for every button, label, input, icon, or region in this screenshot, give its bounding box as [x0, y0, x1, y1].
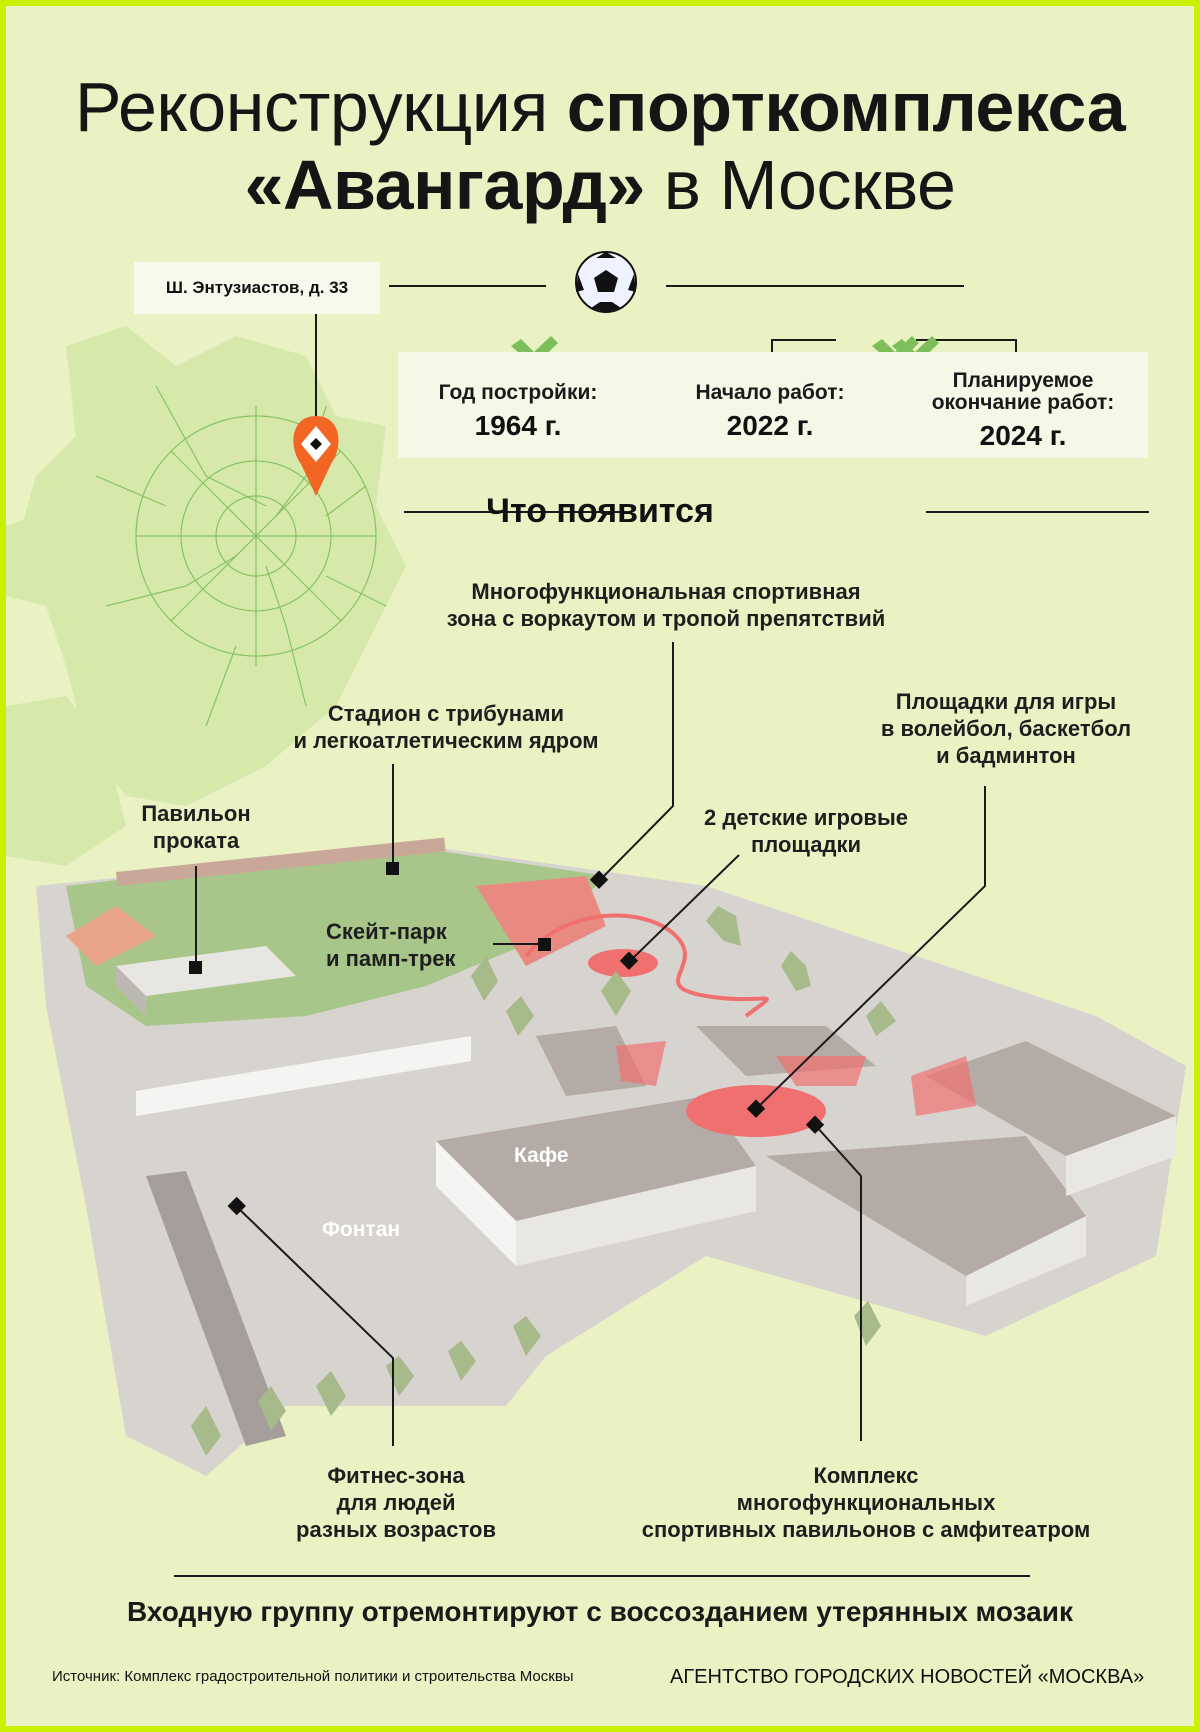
section-title: Что появится [486, 492, 714, 530]
built-year-label: Год постройки: [438, 381, 598, 404]
label-fitness: Фитнес-зона для людей разных возрастов [266, 1462, 526, 1543]
label-rental-line-2: проката [152, 828, 240, 853]
title-part-3: «Авангард» [244, 146, 646, 224]
source-text: Источник: Комплекс градостроительной пол… [52, 1668, 574, 1685]
end-work-label-1: Планируемое [952, 369, 1094, 392]
label-courts-line-3: и бадминтон [936, 743, 1076, 768]
label-fountain: Фонтан [322, 1218, 401, 1241]
label-rental-line-1: Павильон [141, 801, 251, 826]
leader-lines [174, 285, 1149, 1577]
trees [191, 906, 896, 1456]
label-skate-line-2: и памп-трек [326, 946, 456, 971]
page-title: Реконструкция спорткомплекса «Авангард» … [6, 68, 1194, 224]
label-multi-zone-line-2: зона с воркаутом и тропой препятствий [446, 606, 886, 631]
start-work-value: 2022 г. [726, 410, 814, 441]
label-pavilions-line-3: спортивных павильонов с амфитеатром [641, 1517, 1091, 1542]
label-stadium: Стадион с трибунами и легкоатлетическим … [256, 700, 636, 754]
built-year-value: 1964 г. [474, 410, 562, 441]
illustration [6, 251, 1186, 1577]
label-pavilions-line-2: многофункциональных [736, 1490, 996, 1515]
label-multi-zone: Многофункциональная спортивная зона с во… [386, 578, 946, 632]
label-courts: Площадки для игры в волейбол, баскетбол … [856, 688, 1156, 769]
dates-panel: Год постройки: 1964 г. Начало работ: 202… [398, 352, 1148, 458]
label-rental: Павильон проката [116, 800, 276, 854]
address-label: Ш. Энтузиастов, д. 33 [134, 262, 380, 314]
title-part-4: в Москве [644, 146, 956, 224]
label-courts-line-1: Площадки для игры [895, 689, 1117, 714]
label-multi-zone-line-1: Многофункциональная спортивная [471, 579, 861, 604]
label-stadium-line-1: Стадион с трибунами [327, 701, 565, 726]
title-part-2: спорткомплекса [566, 68, 1126, 146]
location-pin-icon [293, 416, 339, 496]
label-cafe: Кафе [514, 1144, 569, 1167]
title-part-1: Реконструкция [74, 68, 567, 146]
label-skate-line-1: Скейт-парк [326, 919, 447, 944]
leader-markers [189, 862, 825, 1216]
label-courts-line-2: в волейбол, баскетбол [880, 716, 1132, 741]
label-fitness-line-3: разных возрастов [296, 1517, 496, 1542]
label-skate: Скейт-парк и памп-трек [326, 918, 486, 972]
label-fitness-line-1: Фитнес-зона [327, 1463, 465, 1488]
end-work-label-2: окончание работ: [931, 391, 1115, 414]
soccer-ball-icon [575, 251, 637, 313]
label-kids-line-2: площадки [751, 832, 861, 857]
label-pavilions: Комплекс многофункциональных спортивных … [606, 1462, 1126, 1543]
label-pavilions-line-1: Комплекс [813, 1463, 919, 1488]
start-work-label: Начало работ: [695, 381, 845, 404]
agency-text: АГЕНТСТВО ГОРОДСКИХ НОВОСТЕЙ «МОСКВА» [670, 1666, 1145, 1688]
label-stadium-line-2: и легкоатлетическим ядром [293, 728, 599, 753]
footer-note: Входную группу отремонтируют с воссоздан… [127, 1596, 1073, 1627]
label-fitness-line-2: для людей [336, 1490, 456, 1515]
buildings [116, 946, 1176, 1446]
checkmark-icon [511, 336, 939, 366]
label-kids-line-1: 2 детские игровые [704, 805, 908, 830]
moscow-map [6, 326, 406, 866]
label-kids: 2 детские игровые площадки [656, 804, 956, 858]
end-work-value: 2024 г. [979, 420, 1067, 451]
